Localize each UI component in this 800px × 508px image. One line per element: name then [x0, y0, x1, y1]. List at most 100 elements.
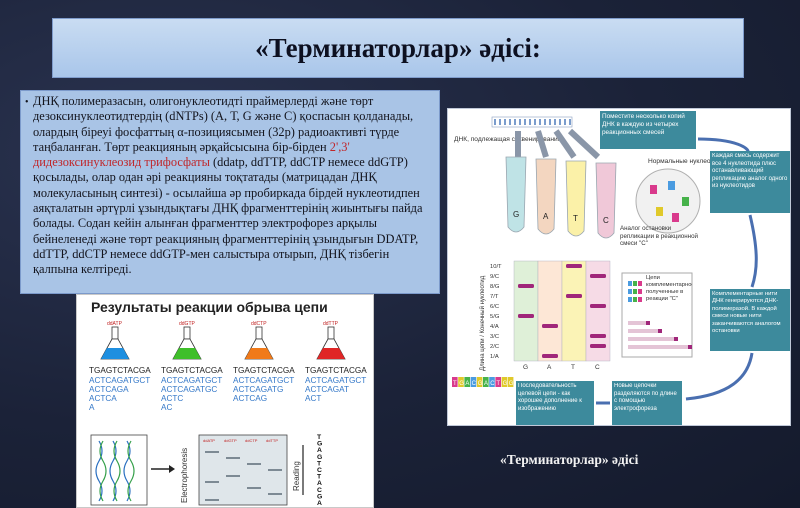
- read-letter: C: [317, 467, 322, 474]
- figure-caption: «Терминаторлар» әдісі: [500, 452, 639, 467]
- fragments-helix-icon: [95, 440, 135, 502]
- chain-termination-svg: ddATPTGAGTCTACGAACTCAGATGCTACTCAGAACTCAA…: [89, 321, 367, 507]
- lane-header: ddCTP: [245, 438, 258, 443]
- gel-col-label: T: [571, 364, 575, 371]
- slide-title-box: «Терминаторлар» әдісі:: [52, 18, 744, 78]
- read-letter: G: [317, 493, 322, 500]
- seq-letter: G: [503, 381, 508, 387]
- gel-band: [205, 499, 219, 501]
- gel-band: [566, 264, 582, 268]
- gel-band: [247, 463, 261, 465]
- read-letter: A: [317, 447, 322, 454]
- read-letter: G: [317, 441, 322, 448]
- body-part-1: ДНҚ полимеразасын, олигонуклеотидті прай…: [33, 94, 414, 154]
- gel-row-label: 5/G: [490, 314, 500, 320]
- flask-product: A: [89, 403, 95, 412]
- gel-row-label: 8/G: [490, 284, 500, 290]
- flask-ddctp: ddCTPTGAGTCTACGAACTCAGATGCTACTCAGATGACTC…: [233, 321, 295, 403]
- box5-bg: [612, 381, 682, 425]
- flask-product: ACTCAGATGC: [161, 385, 217, 394]
- arrow-box3-box5: [685, 352, 754, 401]
- gel-lane: [513, 260, 539, 362]
- tube-t: T: [565, 160, 587, 237]
- box1-bg: [600, 111, 696, 149]
- flask-template: TGAGTCTACGA: [89, 366, 151, 375]
- flask-label: ddGTP: [179, 321, 196, 327]
- gel-band: [247, 487, 261, 489]
- slide-title: «Терминаторлар» әдісі:: [255, 32, 541, 63]
- seq-letter: C: [472, 381, 477, 387]
- pipette-arrows: [515, 128, 601, 160]
- normal-label: Нормальные нуклеотиды: [648, 158, 726, 165]
- gel-row-label: 10/T: [490, 264, 502, 270]
- tube-label: C: [603, 216, 609, 225]
- seq-letter: T: [453, 381, 457, 387]
- tube-label: A: [543, 212, 549, 221]
- lane-header: ddGTP: [224, 438, 237, 443]
- dna-strand-icon: [491, 116, 573, 128]
- read-letter: T: [317, 474, 322, 481]
- gel-band: [590, 274, 606, 278]
- gel-band: [226, 457, 240, 459]
- gel-col-label: G: [523, 364, 528, 371]
- read-letter: A: [317, 480, 322, 487]
- box4-text: Последовательность целевой цепи - как хо…: [518, 383, 582, 412]
- chain-strand: [628, 329, 658, 333]
- chains-strands: [628, 281, 692, 349]
- box1-text: Поместите несколько копий ДНК в каждую и…: [602, 113, 685, 136]
- chains-label: Цепи комплементарности, полученные в реа…: [646, 275, 692, 302]
- lane-header: ddTTP: [266, 438, 278, 443]
- gel-band: [205, 451, 219, 453]
- read-letter: C: [317, 487, 322, 494]
- flask-product: ACTCA: [89, 394, 117, 403]
- flask-product: ACTCAGATG: [233, 385, 283, 394]
- gel-lane: [561, 260, 587, 362]
- body-highlight: 2',3' дидезоксинуклеозид трифосфаты: [33, 139, 350, 170]
- box3-bg: [710, 289, 790, 351]
- nucleotide-dots: [650, 181, 689, 222]
- gel-band: [205, 481, 219, 483]
- tube-label: T: [573, 214, 578, 223]
- read-letter: T: [317, 460, 322, 467]
- flask-product: ACTCAGATGCT: [89, 376, 150, 385]
- gel-band: [268, 469, 282, 471]
- seq-letter: G: [509, 381, 514, 387]
- gel-band: [590, 334, 606, 338]
- seq-letter: T: [496, 381, 500, 387]
- flask-product: AC: [161, 403, 172, 412]
- flask-template: TGAGTCTACGA: [161, 366, 223, 375]
- gel-lane: [537, 260, 563, 362]
- lane-header: ddATP: [203, 438, 215, 443]
- flask-product: ACTCAGATGCT: [305, 376, 366, 385]
- normal-nucleotides-label: Нормальные нуклеотиды: [648, 158, 726, 165]
- flask-label: ddTTP: [323, 321, 339, 327]
- gel-band: [518, 284, 534, 288]
- box5-text: Новые цепочки разделяются по длине с пом…: [614, 383, 677, 412]
- flask-product: ACTCAGA: [89, 385, 129, 394]
- read-letter: G: [317, 454, 322, 461]
- gel-band: [268, 493, 282, 495]
- seq-letter: G: [459, 381, 464, 387]
- seq-letter: C: [490, 381, 495, 387]
- box3-text: Комплементарные нити ДНК генерируются ДН…: [712, 291, 781, 335]
- slide-body-text: ДНҚ полимеразасын, олигонуклеотидті прай…: [33, 94, 431, 278]
- arrow-box2-box3: [748, 214, 758, 288]
- chain-strand: [628, 321, 646, 325]
- left-figure-heading: Результаты реакции обрыва цепи: [91, 299, 328, 315]
- gel-row-label: 9/C: [490, 274, 499, 280]
- flask-product: ACTCAGATGCT: [233, 376, 294, 385]
- box2-text: Каждая смесь содержит все 4 нуклеотида п…: [712, 153, 788, 190]
- flask-product: ACTCAGAT: [305, 385, 349, 394]
- flask-product: ACTC: [161, 394, 183, 403]
- fragments-panel: [90, 434, 148, 506]
- tube-g: G: [505, 156, 527, 233]
- flask-product: ACTCAG: [233, 394, 267, 403]
- seq-letter: G: [478, 381, 483, 387]
- gel-band: [542, 324, 558, 328]
